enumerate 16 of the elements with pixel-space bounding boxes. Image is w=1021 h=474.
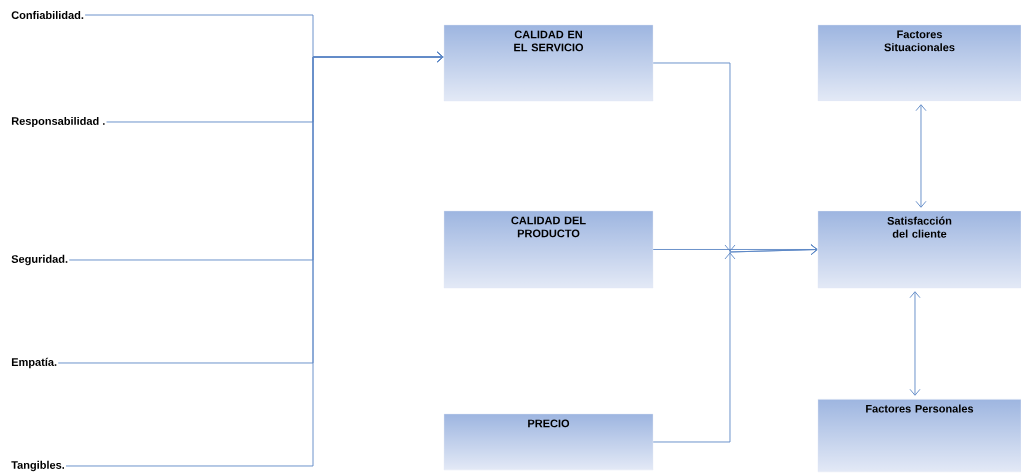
process-box: CALIDAD DEL PRODUCTO <box>443 210 654 289</box>
process-box: Factores Personales <box>817 398 1021 473</box>
arrow <box>652 244 818 443</box>
arrow <box>65 51 444 467</box>
arrow <box>909 291 921 396</box>
process-box: Factores Situacionales <box>817 24 1021 102</box>
factor-label: Responsabilidad . <box>11 116 105 128</box>
arrow <box>915 104 927 208</box>
arrow <box>652 244 818 255</box>
factor-label: Seguridad. <box>11 254 68 266</box>
process-box: CALIDAD EN EL SERVICIO <box>443 24 654 102</box>
factor-label: Tangibles. <box>11 460 65 472</box>
process-box: PRECIO <box>443 413 654 471</box>
factor-label: Confiabilidad. <box>11 10 84 20</box>
process-box: Satisfacción del cliente <box>817 210 1021 289</box>
factor-label: Empatía. <box>11 357 57 369</box>
